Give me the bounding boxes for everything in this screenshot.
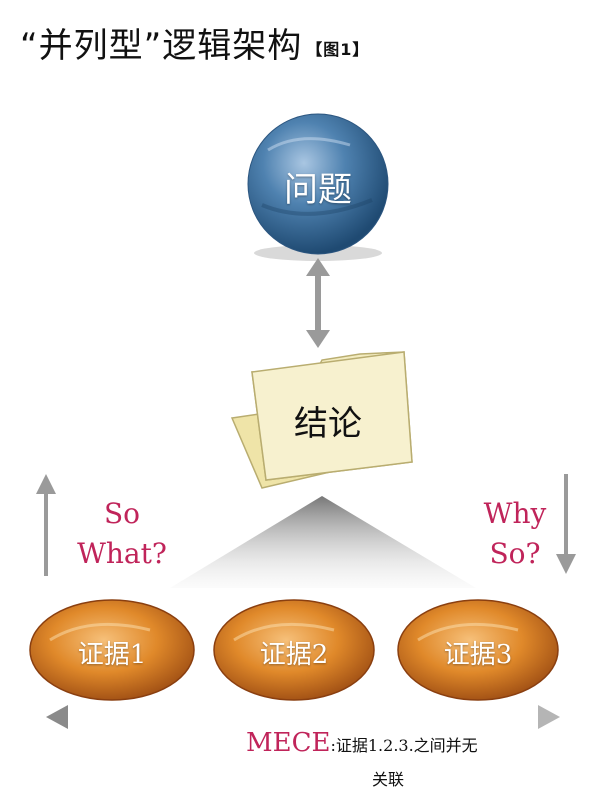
problem-conclusion-arrow [306, 258, 330, 348]
evidence-node-1 [29, 599, 195, 701]
so-what-line2: What? [77, 537, 167, 570]
why-so-line2: So? [489, 537, 541, 570]
mece-text-line2: 关联 [372, 770, 405, 789]
evidence-node-3 [397, 599, 559, 701]
problem-node [247, 113, 389, 261]
mece-key: MECE [246, 728, 331, 758]
so-what-line1: So [103, 497, 141, 530]
hierarchy-triangle [170, 496, 476, 588]
so-what-label: So What? [62, 494, 182, 574]
mece-caption: MECE:证据1.2.3.之间并无 [246, 728, 478, 758]
why-so-label: Why So? [470, 494, 560, 574]
evidence-label-3: 证据3 [443, 640, 513, 670]
why-so-line1: Why [483, 497, 547, 530]
evidence-label-1: 证据1 [77, 640, 147, 670]
evidence-node-2 [213, 599, 375, 701]
diagram-title: “并列型”逻辑架构【图1】 [20, 18, 369, 67]
conclusion-folder [230, 351, 413, 489]
figure-tag: 【图1】 [306, 39, 370, 59]
title-main: “并列型”逻辑架构 [20, 26, 303, 66]
conclusion-label: 结论 [294, 404, 362, 444]
so-what-arrow [36, 474, 56, 576]
evidence-label-2: 证据2 [259, 640, 329, 670]
mece-arrow [46, 705, 560, 729]
why-so-arrow [556, 474, 576, 574]
mece-separator: : [330, 736, 336, 755]
problem-label: 问题 [284, 170, 352, 210]
mece-text-line1: 证据1.2.3.之间并无 [335, 736, 478, 755]
